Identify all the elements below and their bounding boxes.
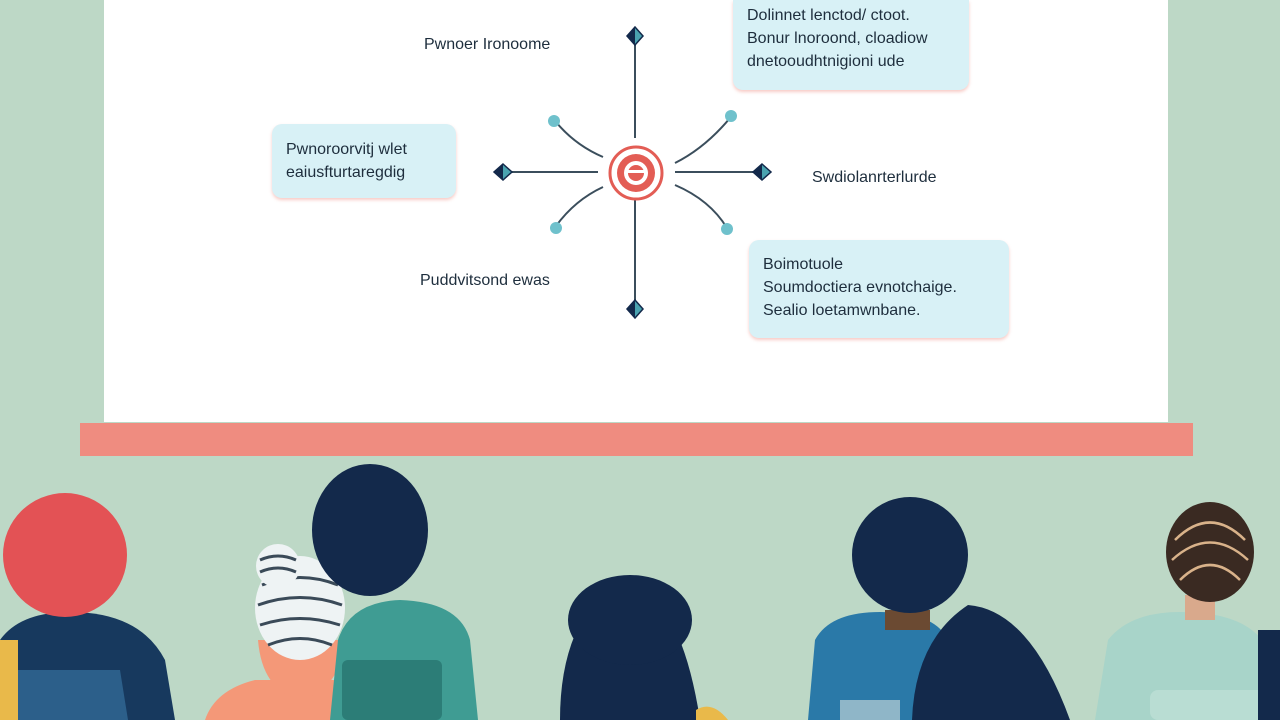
callout-top-right-line: dnetooudhtnigioni ude <box>747 53 905 70</box>
target-hub-icon <box>608 145 664 201</box>
screen-ledge <box>80 423 1193 456</box>
dot-node-icon <box>548 115 560 127</box>
connector-lower-left <box>555 186 604 227</box>
diamond-node-icon <box>492 162 514 182</box>
callout-left: Pwnoroorvitj wlet eaiusfturtaregdig <box>272 124 456 198</box>
dot-node-icon <box>550 222 562 234</box>
audience-illustration <box>0 464 1280 720</box>
callout-top-right: Dolinnet lenctod/ ctoot. Bonur lnoroond,… <box>733 0 969 90</box>
diamond-node-icon <box>751 162 773 182</box>
connector-upper-left <box>555 121 604 158</box>
label-bottom-left: Puddvitsond ewas <box>420 272 550 289</box>
callout-left-line: eaiusfturtaregdig <box>286 164 406 181</box>
callout-bottom-right-line: Sealio loetamwnbane. <box>763 302 921 319</box>
radial-diagram <box>492 25 773 320</box>
audience-member-teal-shirt <box>312 464 478 720</box>
label-right: Swdiolanrterlurde <box>812 169 937 186</box>
audience-member-striped-hair <box>1095 502 1280 720</box>
audience-member-red-hair <box>0 493 175 720</box>
audience-member-front-right <box>840 605 1070 720</box>
dot-node-icon <box>721 223 733 235</box>
diamond-node-icon <box>625 25 645 47</box>
dot-node-icon <box>725 110 737 122</box>
callout-top-right-line: Bonur lnoroond, cloadiow <box>747 30 928 47</box>
audience-member-center <box>560 575 728 720</box>
callout-bottom-right-line: Soumdoctiera evnotchaige. <box>763 279 957 296</box>
label-top-left: Pwnoer Ironoome <box>424 36 551 53</box>
callout-left-line: Pwnoroorvitj wlet <box>286 141 407 158</box>
callout-bottom-right-line: Boimotuole <box>763 256 844 273</box>
callout-top-right-line: Dolinnet lenctod/ ctoot. <box>747 7 910 24</box>
connector-lower-right <box>674 184 728 229</box>
connector-upper-right <box>674 117 731 164</box>
diamond-node-icon <box>625 298 645 320</box>
callout-bottom-right: Boimotuole Soumdoctiera evnotchaige. Sea… <box>749 240 1009 338</box>
